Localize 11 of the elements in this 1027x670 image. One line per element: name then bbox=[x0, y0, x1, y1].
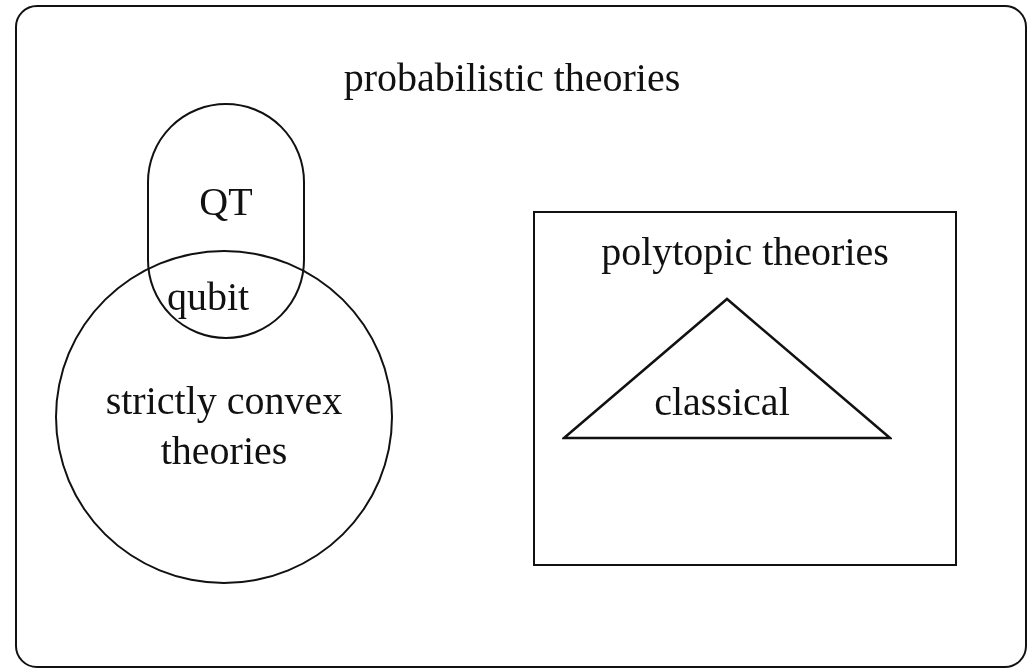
rounded-shape bbox=[147, 103, 305, 339]
set-label: strictly convex theories bbox=[104, 377, 344, 475]
set-label: QT bbox=[198, 178, 254, 226]
triangle bbox=[562, 297, 892, 440]
set-label: polytopic theories bbox=[600, 228, 890, 276]
set-label: classical bbox=[653, 378, 791, 426]
rounded-rectangle bbox=[15, 5, 1027, 668]
rectangle bbox=[533, 211, 957, 566]
set-label: probabilistic theories bbox=[342, 54, 682, 102]
circle bbox=[55, 250, 393, 584]
overlap-label: qubit bbox=[167, 277, 250, 317]
